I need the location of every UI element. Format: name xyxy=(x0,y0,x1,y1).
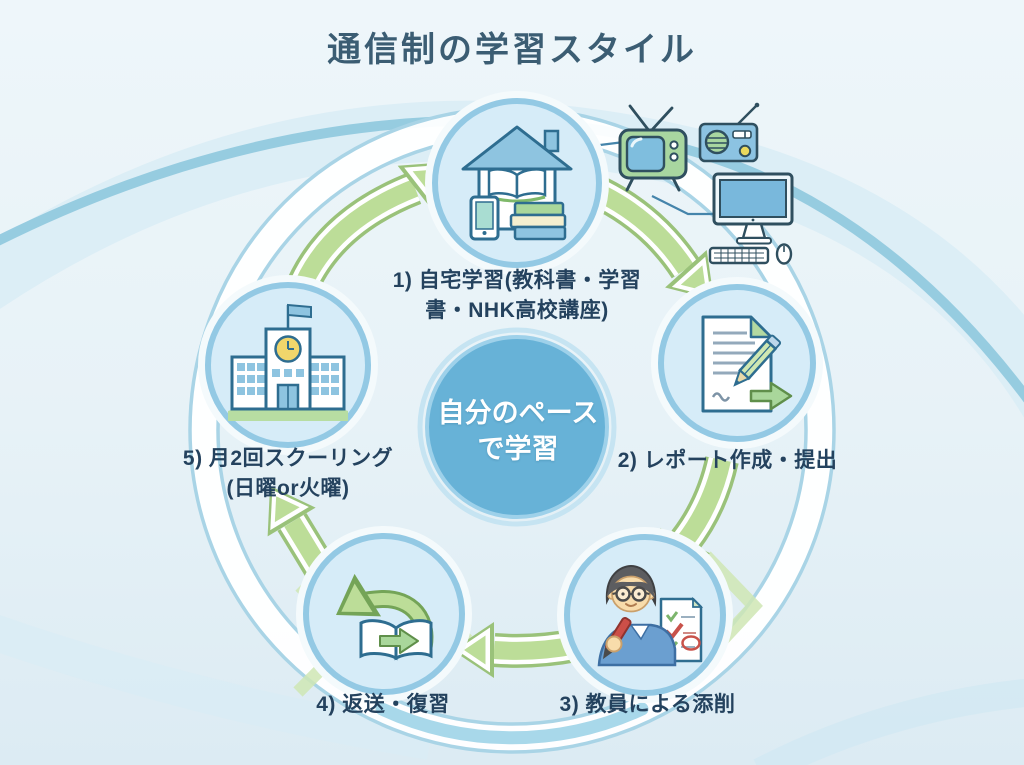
center-circle-label: 自分のペース で学習 xyxy=(412,396,624,467)
flow-arrow-3-to-4 xyxy=(452,622,580,678)
step-5-label-line2: (日曜or火曜) xyxy=(226,477,350,501)
center-label-line1: 自分のペース xyxy=(437,398,599,428)
step-4-label: 4) 返送・復習 xyxy=(263,690,503,720)
step-4-label-line1: 4) 返送・復習 xyxy=(316,693,450,716)
home-study-icon xyxy=(461,125,573,241)
step-1-label-line1: 1) 自宅学習(教科書・学習 xyxy=(392,269,642,292)
step-4-node xyxy=(296,526,472,702)
step-1-label-line2: 書・NHK高校講座) xyxy=(425,299,609,323)
computer-icon xyxy=(708,172,794,265)
report-write-icon xyxy=(701,315,793,413)
step-2-label: 2) レポート作成・提出 xyxy=(585,446,870,476)
center-label-line2: で学習 xyxy=(477,433,559,464)
diagram-title: 通信制の学習スタイル xyxy=(327,31,697,69)
flow-arrow-5-to-1 xyxy=(284,139,466,299)
step-1-label: 1) 自宅学習(教科書・学習 書・NHK高校講座) xyxy=(342,266,692,327)
schooling-icon xyxy=(228,303,348,421)
step-3-label-line1: 3) 教員による添削 xyxy=(559,693,736,716)
step-5-label-line1: 5) 月2回スクーリング xyxy=(182,447,394,470)
radio-icon xyxy=(698,102,760,163)
step-2-node xyxy=(651,277,823,449)
return-review-icon xyxy=(322,573,434,661)
step-1-node xyxy=(425,91,609,275)
step-5-label: 5) 月2回スクーリング (日曜or火曜) xyxy=(163,444,413,505)
tv-icon xyxy=(618,104,688,192)
step-5-node xyxy=(198,275,378,455)
center-circle xyxy=(417,327,617,527)
step-3-node xyxy=(557,527,733,703)
step-3-label: 3) 教員による添削 xyxy=(515,690,780,720)
flow-arrow-2-to-3 xyxy=(641,456,739,591)
teacher-correction-icon xyxy=(597,564,704,667)
step-2-label-line1: 2) レポート作成・提出 xyxy=(617,449,838,472)
